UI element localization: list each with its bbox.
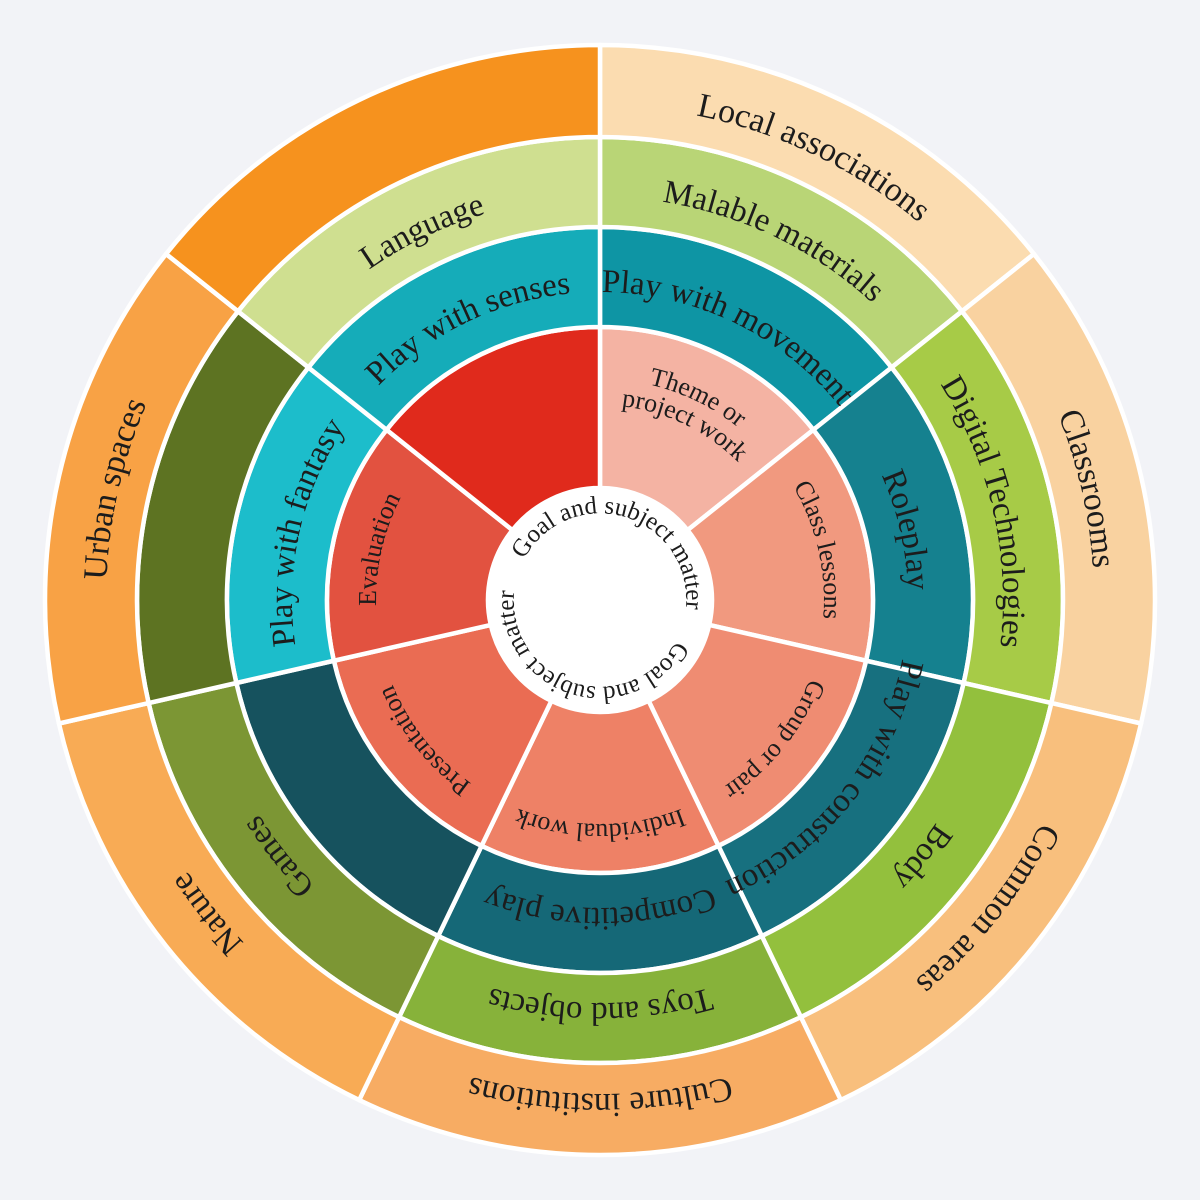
center-circle (488, 488, 712, 712)
ring-4-places-segment-unlabeled-7 (163, 42, 603, 314)
